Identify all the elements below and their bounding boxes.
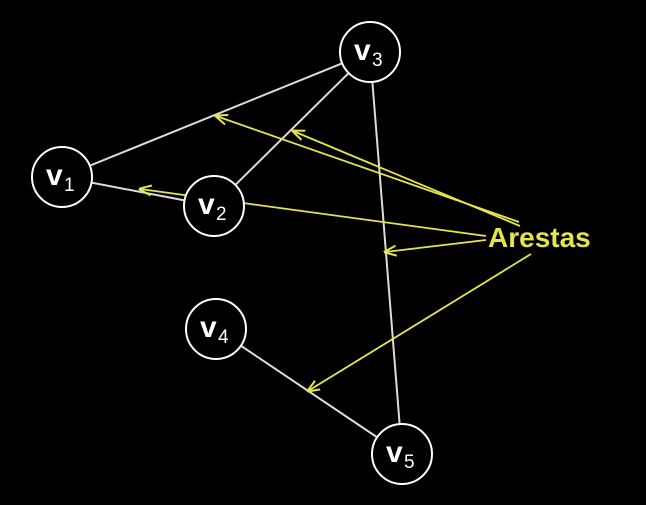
edge-v4-v5 (240, 344, 378, 439)
vertex-circle (185, 298, 247, 360)
vertex-subscript: 1 (64, 175, 75, 196)
vertex-subscript: 3 (372, 50, 383, 71)
annotation-arrow-v3-v5 (385, 239, 487, 252)
vertex-circle (31, 146, 93, 208)
vertex-subscript: 2 (216, 204, 227, 225)
vertex-label: v (386, 436, 403, 469)
edge-v1-v3 (89, 62, 343, 167)
vertex-label: v (46, 159, 63, 192)
annotation-arrow-v4-v5 (308, 253, 532, 391)
edge-v2-v3 (234, 72, 350, 186)
edges-layer (89, 62, 401, 439)
annotation-arrow-v2-v3 (293, 131, 521, 227)
vertex-label: v (354, 34, 371, 67)
edge-v1-v2 (91, 181, 185, 202)
arestas-label: Arestas (488, 222, 591, 253)
vertex-label: v (200, 311, 217, 344)
vertex-subscript: 4 (218, 327, 229, 348)
vertex-label: v (198, 188, 215, 221)
vertex-circle (183, 175, 245, 237)
vertex-circle (339, 21, 401, 83)
vertex-subscript: 5 (404, 452, 415, 473)
vertex-circle (371, 423, 433, 485)
edge-v3-v5 (371, 81, 401, 425)
